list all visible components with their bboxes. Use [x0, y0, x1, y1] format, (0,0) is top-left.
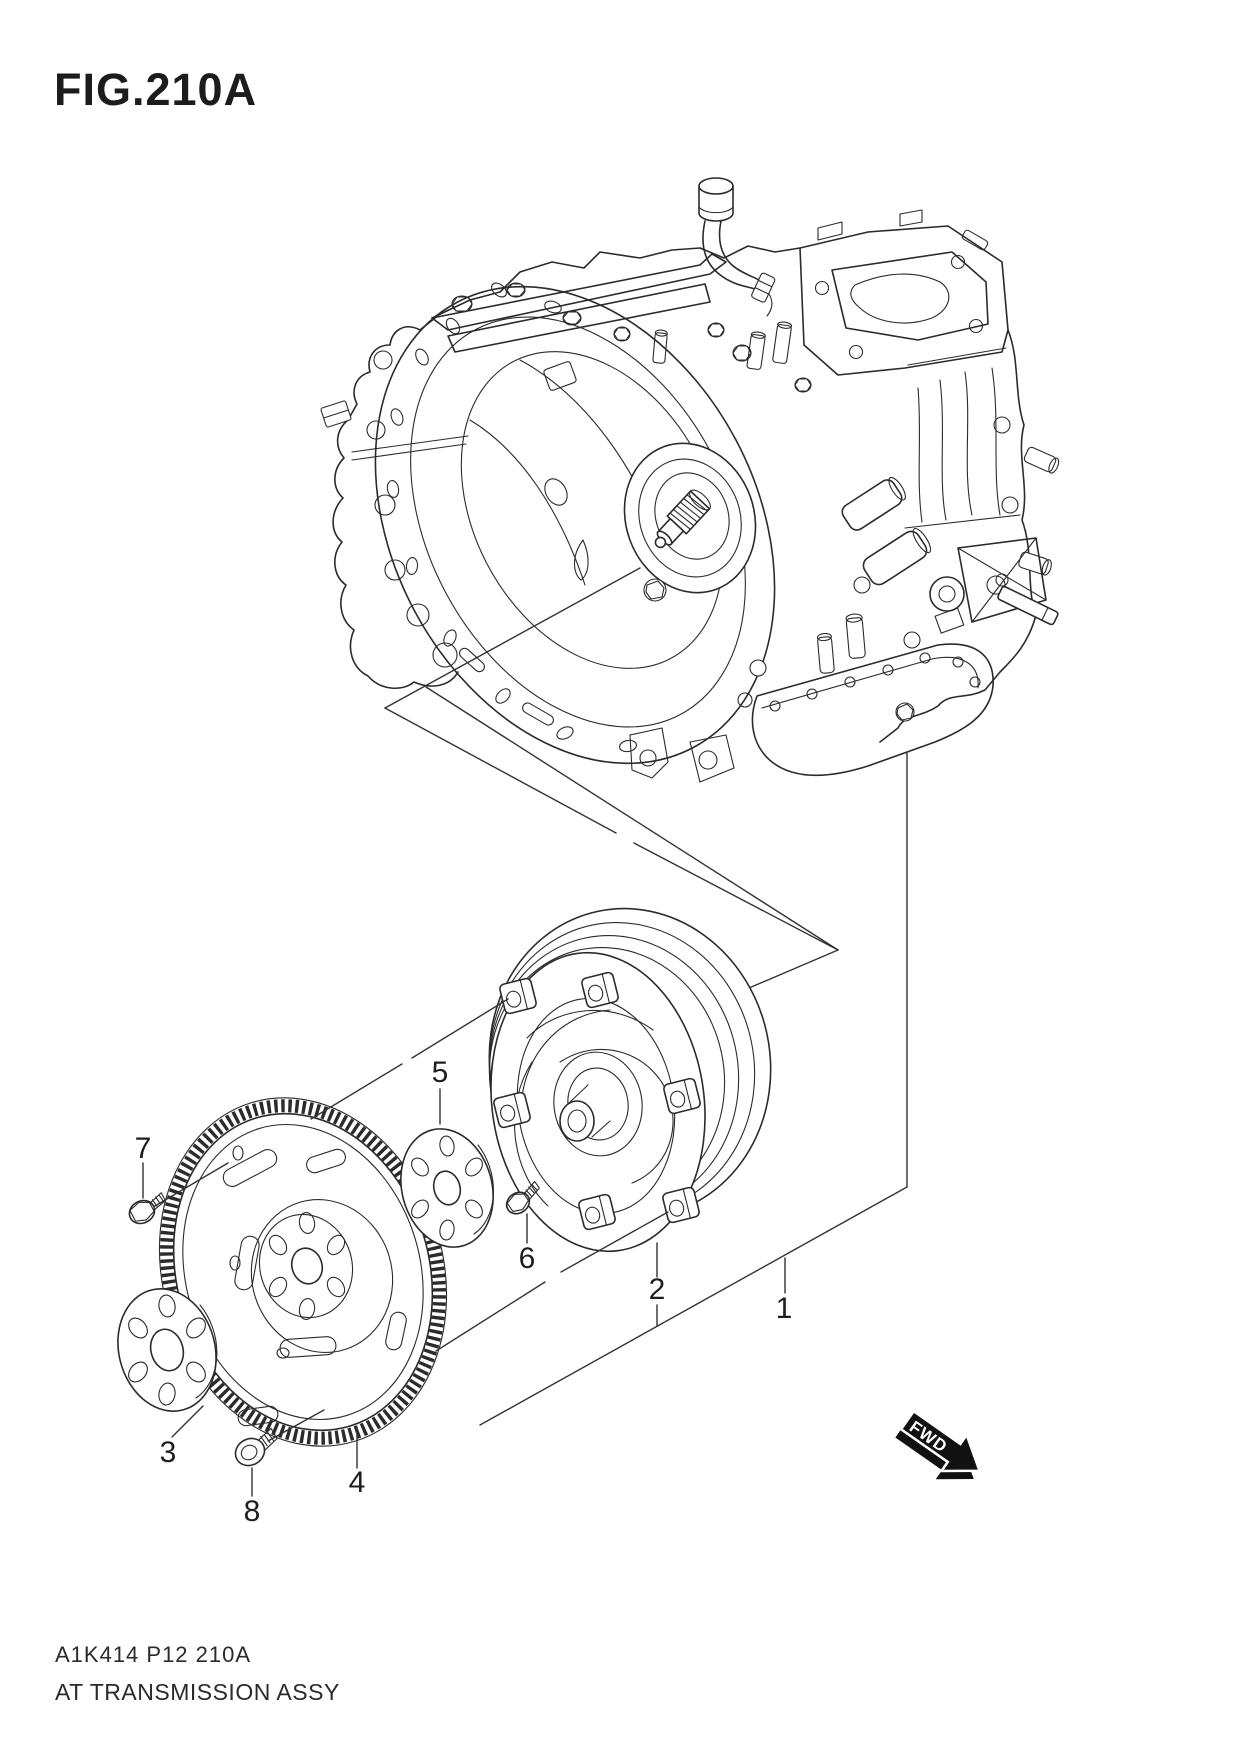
oil-pan-drawing	[749, 613, 994, 777]
converter-lugs	[493, 971, 701, 1231]
bolt-8-drawing	[234, 1427, 278, 1467]
rear-flange-drawing	[799, 209, 1009, 376]
callout-2: 2	[649, 1273, 666, 1306]
figure-name: AT TRANSMISSION ASSY	[55, 1679, 340, 1705]
fwd-arrow: FWD	[895, 1409, 982, 1480]
bolt-6-drawing	[505, 1180, 540, 1215]
projection-lines	[384, 567, 908, 1426]
transmission-assembly-drawing	[320, 177, 1060, 783]
left-flange-ears	[320, 317, 469, 689]
plate-5-drawing	[400, 1128, 495, 1248]
breather-tube-drawing	[698, 177, 776, 317]
footer: A1K414 P12 210A AT TRANSMISSION ASSY	[55, 1642, 340, 1706]
deck-bolts	[451, 282, 812, 393]
bell-housing-drawing	[374, 282, 776, 783]
callout-4: 4	[349, 1466, 366, 1499]
bolt-7-drawing	[128, 1192, 166, 1225]
callout-8: 8	[244, 1495, 261, 1528]
torque-converter-drawing	[488, 907, 772, 1253]
input-shaft-drawing	[623, 442, 757, 602]
callout-3: 3	[160, 1436, 177, 1469]
callout-1: 1	[776, 1292, 793, 1325]
leader-lines	[142, 998, 786, 1497]
figure-code: A1K414 P12 210A	[55, 1642, 252, 1667]
callout-6: 6	[519, 1242, 536, 1275]
plate-3-drawing	[117, 1288, 218, 1412]
solenoid-cluster-drawing	[841, 476, 1059, 649]
callout-5: 5	[432, 1056, 449, 1089]
drive-plate-drawing	[158, 1097, 448, 1447]
callout-7: 7	[135, 1132, 152, 1165]
figure-title: FIG.210A	[54, 64, 258, 115]
